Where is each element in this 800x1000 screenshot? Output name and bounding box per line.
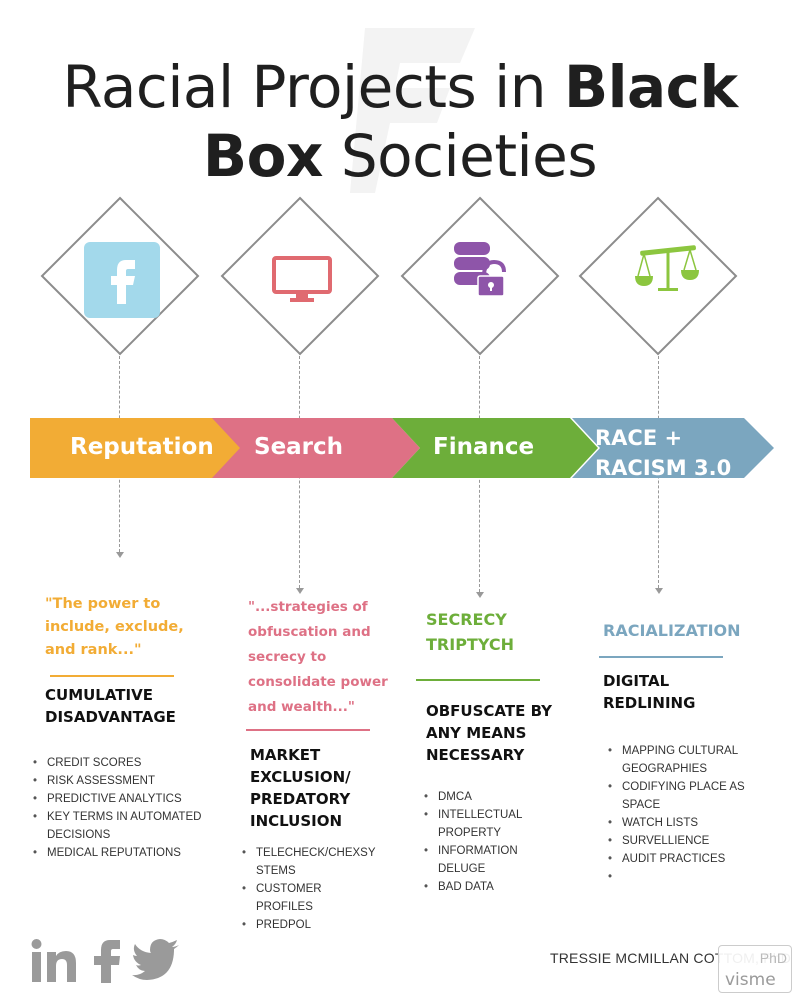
list-item: SURVELLIENCE [608, 832, 782, 850]
quote-line: obfuscation and [248, 624, 371, 640]
list-item: CUSTOMER [242, 880, 406, 898]
list-item-continuation: PROFILES [256, 901, 313, 913]
quote-line: TRIPTYCH [426, 635, 514, 654]
quote-race: RACIALIZATION [603, 620, 741, 642]
list-item: INTELLECTUAL [424, 806, 578, 824]
list-item: RISK ASSESSMENT [33, 772, 237, 790]
diamond-reputation [40, 196, 200, 356]
database-lock-icon [454, 242, 506, 297]
watermark-logo [350, 28, 475, 193]
scales-icon [635, 245, 699, 291]
facebook-icon [84, 242, 160, 318]
heading-line: DIGITAL [603, 672, 670, 690]
heading-line: MARKET [250, 746, 321, 764]
heading-finance: OBFUSCATE BY ANY MEANS NECESSARY [426, 700, 552, 766]
list-item-continuation: PROPERTY [438, 827, 502, 839]
chevron-label-race: RACE + RACISM 3.0 [595, 423, 731, 483]
chevron-label-search: Search [254, 434, 344, 460]
list-item: CODIFYING PLACE AS [608, 778, 782, 796]
list-item: BAD DATA [424, 878, 578, 896]
list-item: KEY TERMS IN AUTOMATED [33, 808, 237, 826]
title-bold-2: Box [202, 122, 323, 190]
monitor-icon [272, 256, 332, 302]
list-item-empty [608, 868, 782, 886]
list-item: WATCH LISTS [608, 814, 782, 832]
quote-line: include, exclude, [45, 619, 184, 635]
list-item-continuation: STEMS [256, 865, 296, 877]
bullet-list-race: MAPPING CULTURAL GEOGRAPHIES CODIFYING P… [606, 742, 782, 886]
page-title-line-1: Racial Projects in Black [0, 56, 800, 118]
list-item: INFORMATION [424, 842, 578, 860]
divider-search [246, 729, 370, 731]
connector-arrowhead [476, 592, 484, 598]
bullet-list-finance: DMCA INTELLECTUAL PROPERTY INFORMATION D… [422, 788, 578, 896]
diamond-finance [400, 196, 560, 356]
heading-race: DIGITAL REDLINING [603, 670, 695, 714]
chevron-label-reputation: Reputation [70, 434, 214, 460]
list-item: TELECHECK/CHEXSY [242, 844, 406, 862]
chevron-reputation [30, 418, 242, 478]
badge-overlay-text: PhD [759, 950, 787, 966]
heading-line: OBFUSCATE BY [426, 702, 553, 720]
quote-line: SECRECY [426, 610, 507, 629]
bullet-list-reputation: CREDIT SCORES RISK ASSESSMENT PREDICTIVE… [31, 754, 237, 862]
heading-line: DISADVANTAGE [45, 708, 176, 726]
heading-line: EXCLUSION/ [250, 768, 351, 786]
diamond-search [220, 196, 380, 356]
connector-arrowhead [655, 588, 663, 594]
chevron-label-finance: Finance [433, 434, 535, 460]
visme-badge[interactable]: PhD visme [718, 945, 792, 993]
chevron-finance [392, 418, 598, 478]
list-item: AUDIT PRACTICES [608, 850, 782, 868]
list-item: DMCA [424, 788, 578, 806]
chevron-race [572, 418, 774, 478]
heading-line: REDLINING [603, 694, 696, 712]
visme-logo-text: visme [725, 970, 776, 990]
divider-reputation [50, 675, 174, 677]
heading-line: NECESSARY [426, 746, 525, 764]
list-item-continuation: DELUGE [438, 863, 486, 875]
quote-line: and wealth..." [248, 699, 355, 715]
chevron-label-race-line-1: RACE + [595, 426, 683, 450]
list-item: PREDPOL [242, 916, 406, 934]
quote-line: "...strategies of [248, 599, 368, 615]
list-item-continuation: GEOGRAPHIES [622, 763, 707, 775]
list-item: MEDICAL REPUTATIONS [33, 844, 237, 862]
chevron-search [212, 418, 420, 478]
quote-line: and rank..." [45, 642, 142, 658]
title-regular-2: Societies [322, 122, 598, 190]
chevron-label-race-line-2: RACISM 3.0 [595, 456, 732, 480]
quote-line: consolidate power [248, 674, 388, 690]
title-regular-1: Racial Projects in [62, 53, 564, 121]
list-item: PREDICTIVE ANALYTICS [33, 790, 237, 808]
quote-line: RACIALIZATION [603, 621, 741, 640]
heading-line: PREDATORY [250, 790, 351, 808]
chevron-band [30, 418, 774, 478]
facebook-icon[interactable] [90, 938, 122, 984]
list-item-continuation: DECISIONS [47, 829, 111, 841]
bullet-list-search: TELECHECK/CHEXSY STEMS CUSTOMER PROFILES… [240, 844, 406, 934]
quote-line: secrecy to [248, 649, 327, 665]
quote-search: "...strategies of obfuscation and secrec… [248, 595, 388, 720]
linkedin-icon[interactable] [30, 938, 78, 984]
quote-line: "The power to [45, 596, 161, 612]
divider-finance [416, 679, 540, 681]
list-item-continuation: SPACE [622, 799, 661, 811]
list-item: MAPPING CULTURAL [608, 742, 782, 760]
diamond-race [578, 196, 738, 356]
title-bold-1: Black [563, 53, 738, 121]
connector-arrowhead [296, 588, 304, 594]
twitter-icon[interactable] [132, 938, 180, 982]
heading-search: MARKET EXCLUSION/ PREDATORY INCLUSION [250, 744, 351, 832]
page-title-line-2: Box Societies [0, 125, 800, 187]
connector-arrowhead [116, 552, 124, 558]
heading-reputation: CUMULATIVE DISADVANTAGE [45, 684, 176, 728]
list-item: CREDIT SCORES [33, 754, 237, 772]
heading-line: ANY MEANS [426, 724, 527, 742]
quote-finance: SECRECY TRIPTYCH [426, 607, 514, 657]
heading-line: INCLUSION [250, 812, 343, 830]
heading-line: CUMULATIVE [45, 686, 153, 704]
divider-race [599, 656, 723, 658]
quote-reputation: "The power to include, exclude, and rank… [45, 593, 184, 662]
